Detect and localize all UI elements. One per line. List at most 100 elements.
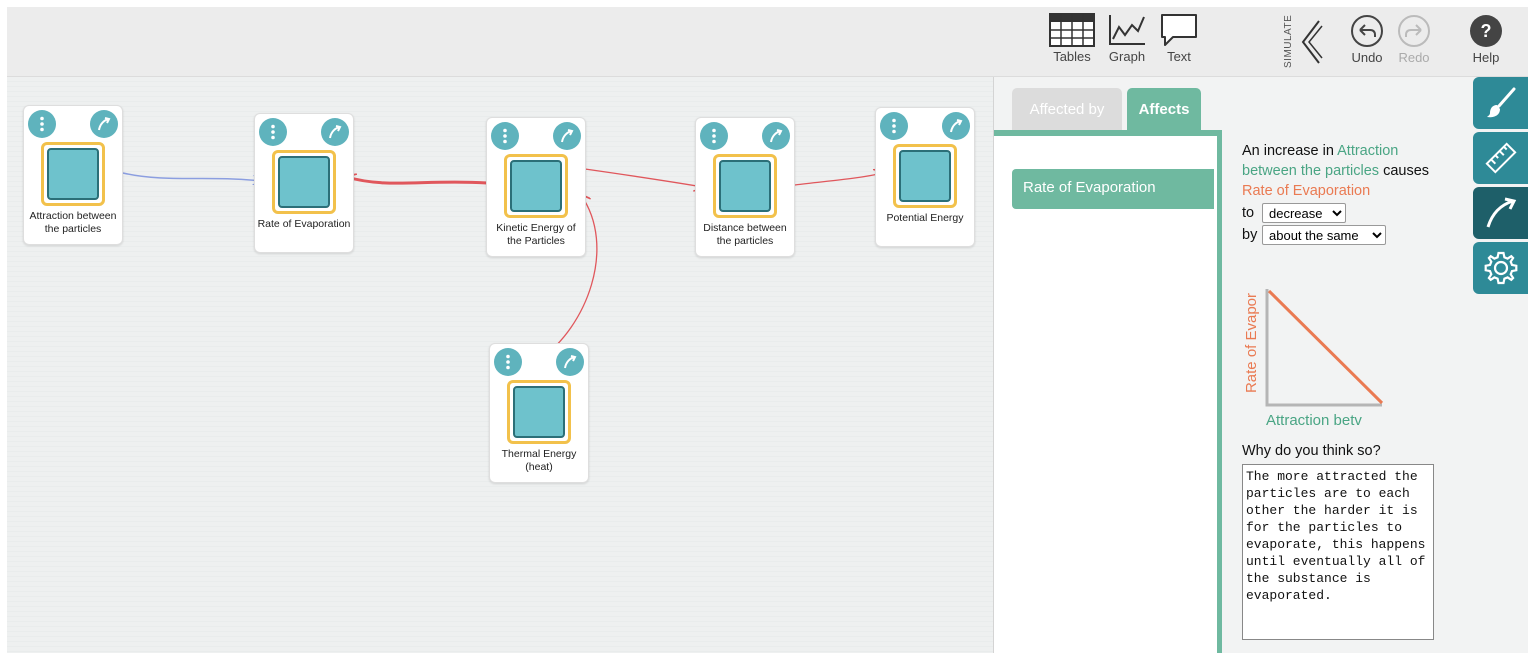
curved-arrow-icon (329, 125, 342, 139)
curved-arrow-icon (770, 129, 783, 143)
simulate-label: SIMULATE (1283, 14, 1294, 68)
node-rate-of-evaporation[interactable]: Rate of Evaporation (254, 113, 354, 253)
by-row: by about the same (1242, 225, 1442, 245)
graph-trend-line (1267, 289, 1384, 405)
node-distance-between-the-particles[interactable]: Distance between the particles (695, 117, 795, 257)
node-link-button[interactable] (556, 348, 584, 376)
curved-arrow-icon (950, 119, 963, 133)
rel-effect-variable: Rate of Evaporation (1242, 183, 1371, 199)
settings-tool-button[interactable] (1473, 242, 1528, 294)
curved-arrow-icon (561, 129, 574, 143)
by-label: by (1242, 227, 1258, 243)
node-link-button[interactable] (321, 118, 349, 146)
help-button[interactable]: ? Help (1469, 14, 1503, 65)
redo-button[interactable]: Redo (1397, 14, 1431, 65)
ruler-icon (1484, 142, 1517, 174)
graph-y-label: Rate of Evapor (1243, 293, 1260, 393)
node-image-box[interactable] (272, 150, 336, 214)
node-image (513, 386, 565, 438)
graph-icon (1109, 15, 1145, 45)
node-image-box[interactable] (507, 380, 571, 444)
direction-select[interactable]: decrease (1262, 203, 1346, 223)
table-icon (1049, 13, 1095, 47)
node-thermal-energy-heat[interactable]: Thermal Energy (heat) (489, 343, 589, 483)
node-image (510, 160, 562, 212)
node-image-box[interactable] (504, 154, 568, 218)
node-menu-button[interactable] (700, 122, 728, 150)
rel-cause-variable: Attraction between the particles (1242, 143, 1399, 179)
speech-bubble-icon (1161, 14, 1197, 46)
tables-button[interactable]: Tables (1049, 13, 1095, 64)
node-image (47, 148, 99, 200)
node-title: Thermal Energy (heat) (501, 448, 577, 473)
amount-select[interactable]: about the same (1262, 225, 1386, 245)
rel-causes-word: causes (1383, 163, 1430, 179)
ruler-tool-button[interactable] (1473, 132, 1528, 184)
to-row: to decrease (1242, 203, 1442, 223)
toolbar: Tables Graph Text SIMULATE (7, 7, 1528, 77)
gear-icon (1484, 251, 1517, 285)
why-textarea[interactable]: The more attracted the particles are to … (1242, 464, 1434, 640)
node-link-button[interactable] (942, 112, 970, 140)
why-label: Why do you think so? (1242, 443, 1381, 459)
node-menu-button[interactable] (28, 110, 56, 138)
relationship-panel: Affected by Affects Rate of Evaporation … (993, 77, 1528, 653)
link-attraction-to-rate[interactable] (122, 172, 261, 181)
graph-label: Graph (1108, 49, 1146, 64)
vertical-dots-icon (503, 128, 507, 144)
node-attraction-between-the-particles[interactable]: Attraction between the particles (23, 105, 123, 245)
node-title: Attraction between the particles (29, 210, 117, 235)
undo-icon (1351, 15, 1383, 47)
undo-button[interactable]: Undo (1350, 14, 1384, 65)
help-icon: ? (1470, 15, 1502, 47)
brush-tool-button[interactable] (1473, 77, 1528, 129)
node-link-button[interactable] (762, 122, 790, 150)
rel-prefix: An increase in (1242, 143, 1334, 159)
curved-arrow-icon (564, 355, 577, 369)
vertical-dots-icon (506, 354, 510, 370)
node-image-box[interactable] (893, 144, 957, 208)
relationship-graph: Rate of Evapor Attraction betv (1243, 289, 1384, 427)
node-image (278, 156, 330, 208)
vertical-dots-icon (40, 116, 44, 132)
brush-icon (1486, 87, 1515, 118)
help-label: Help (1472, 50, 1500, 65)
node-image-box[interactable] (41, 142, 105, 206)
to-label: to (1242, 205, 1255, 221)
node-image-box[interactable] (713, 154, 777, 218)
node-menu-button[interactable] (259, 118, 287, 146)
vertical-dots-icon (271, 124, 275, 140)
link-kinetic-to-rate[interactable] (347, 177, 488, 183)
simulate-toggle-button[interactable] (1299, 19, 1323, 65)
link-distance-to-potential[interactable] (794, 173, 883, 186)
variable-item-rate-of-evaporation[interactable]: Rate of Evaporation (1012, 169, 1214, 209)
node-kinetic-energy-of-the-particles[interactable]: Kinetic Energy of the Particles (486, 117, 586, 257)
node-potential-energy[interactable]: Potential Energy (875, 107, 975, 247)
graph-x-label: Attraction betv (1266, 412, 1362, 427)
node-image (719, 160, 771, 212)
graph-axes (1265, 289, 1382, 407)
node-title: Kinetic Energy of the Particles (496, 222, 576, 247)
tables-label: Tables (1053, 49, 1091, 64)
node-title: Potential Energy (886, 212, 964, 224)
svg-text:?: ? (1481, 21, 1492, 41)
node-image (899, 150, 951, 202)
node-title: Distance between the particles (703, 222, 787, 247)
tab-affected-by[interactable]: Affected by (1012, 88, 1122, 130)
node-menu-button[interactable] (491, 122, 519, 150)
graph-button[interactable]: Graph (1107, 13, 1147, 64)
text-button[interactable]: Text (1159, 13, 1199, 64)
node-link-button[interactable] (553, 122, 581, 150)
app-window: Tables Graph Text SIMULATE (7, 7, 1528, 653)
diagram-canvas[interactable]: Attraction between the particles Rate of… (7, 77, 993, 653)
redo-icon (1398, 15, 1430, 47)
vertical-dots-icon (712, 128, 716, 144)
tab-affects[interactable]: Affects (1127, 88, 1201, 130)
relationship-tool-button[interactable] (1473, 187, 1528, 239)
curved-arrow-icon (1486, 197, 1516, 228)
node-menu-button[interactable] (494, 348, 522, 376)
node-link-button[interactable] (90, 110, 118, 138)
redo-label: Redo (1398, 50, 1430, 65)
link-kinetic-to-distance[interactable] (584, 168, 703, 187)
node-menu-button[interactable] (880, 112, 908, 140)
